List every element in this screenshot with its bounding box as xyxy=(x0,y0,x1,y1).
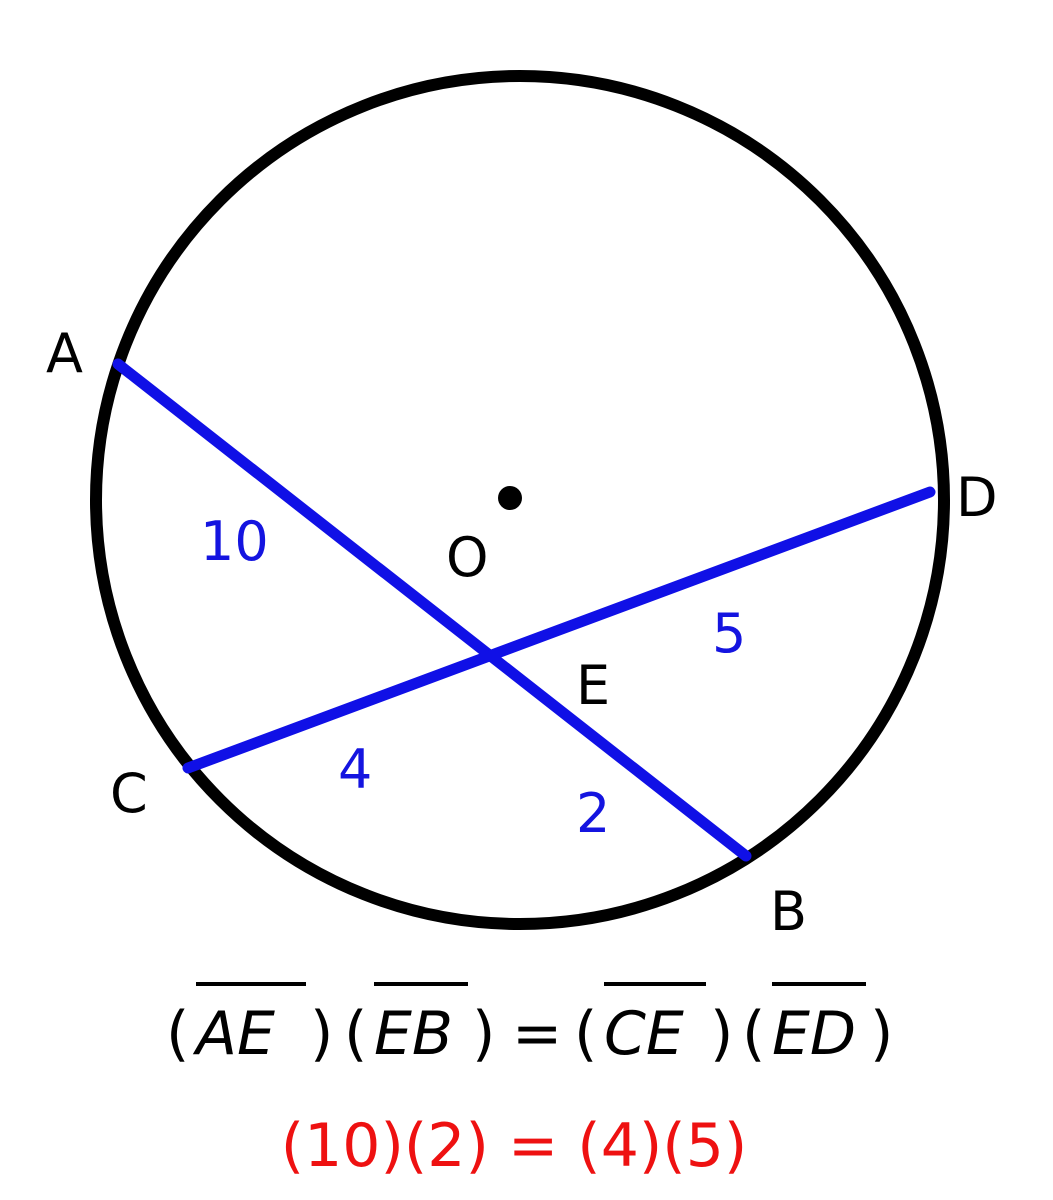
segment-name-ed: ED xyxy=(772,999,856,1069)
label-point-b: B xyxy=(770,880,807,943)
label-point-d: D xyxy=(956,466,998,529)
label-point-c: C xyxy=(110,762,148,825)
label-center-o: O xyxy=(446,526,489,589)
equals-sign: = xyxy=(512,999,562,1069)
chord-ab xyxy=(112,358,752,862)
chord-cd xyxy=(182,486,936,774)
segment-label-eb: 2 xyxy=(576,782,610,845)
segment-name-ae: AE xyxy=(192,999,275,1069)
paren-open-1: ( xyxy=(166,999,189,1069)
paren-close-1: ) xyxy=(310,999,333,1069)
paren-close-4: ) xyxy=(870,999,893,1069)
circle xyxy=(90,70,950,930)
center-point-o xyxy=(498,486,522,510)
numeric-result-equation: (10)(2) = (4)(5) xyxy=(281,1111,748,1181)
paren-close-3: ) xyxy=(710,999,733,1069)
label-point-a: A xyxy=(46,322,83,385)
paren-open-3: ( xyxy=(574,999,597,1069)
segment-label-ed: 5 xyxy=(712,602,746,665)
paren-open-2: ( xyxy=(344,999,367,1069)
paren-close-2: ) xyxy=(472,999,495,1069)
segment-name-ce: CE xyxy=(604,999,684,1069)
chord-product-equation: ( AE ) ( EB ) = ( CE ) ( ED ) xyxy=(166,982,893,1069)
paren-open-4: ( xyxy=(742,999,765,1069)
segment-label-ae: 10 xyxy=(200,510,269,573)
label-point-e: E xyxy=(576,654,610,717)
segment-label-ce: 4 xyxy=(338,738,372,801)
segment-name-eb: EB xyxy=(374,999,453,1069)
